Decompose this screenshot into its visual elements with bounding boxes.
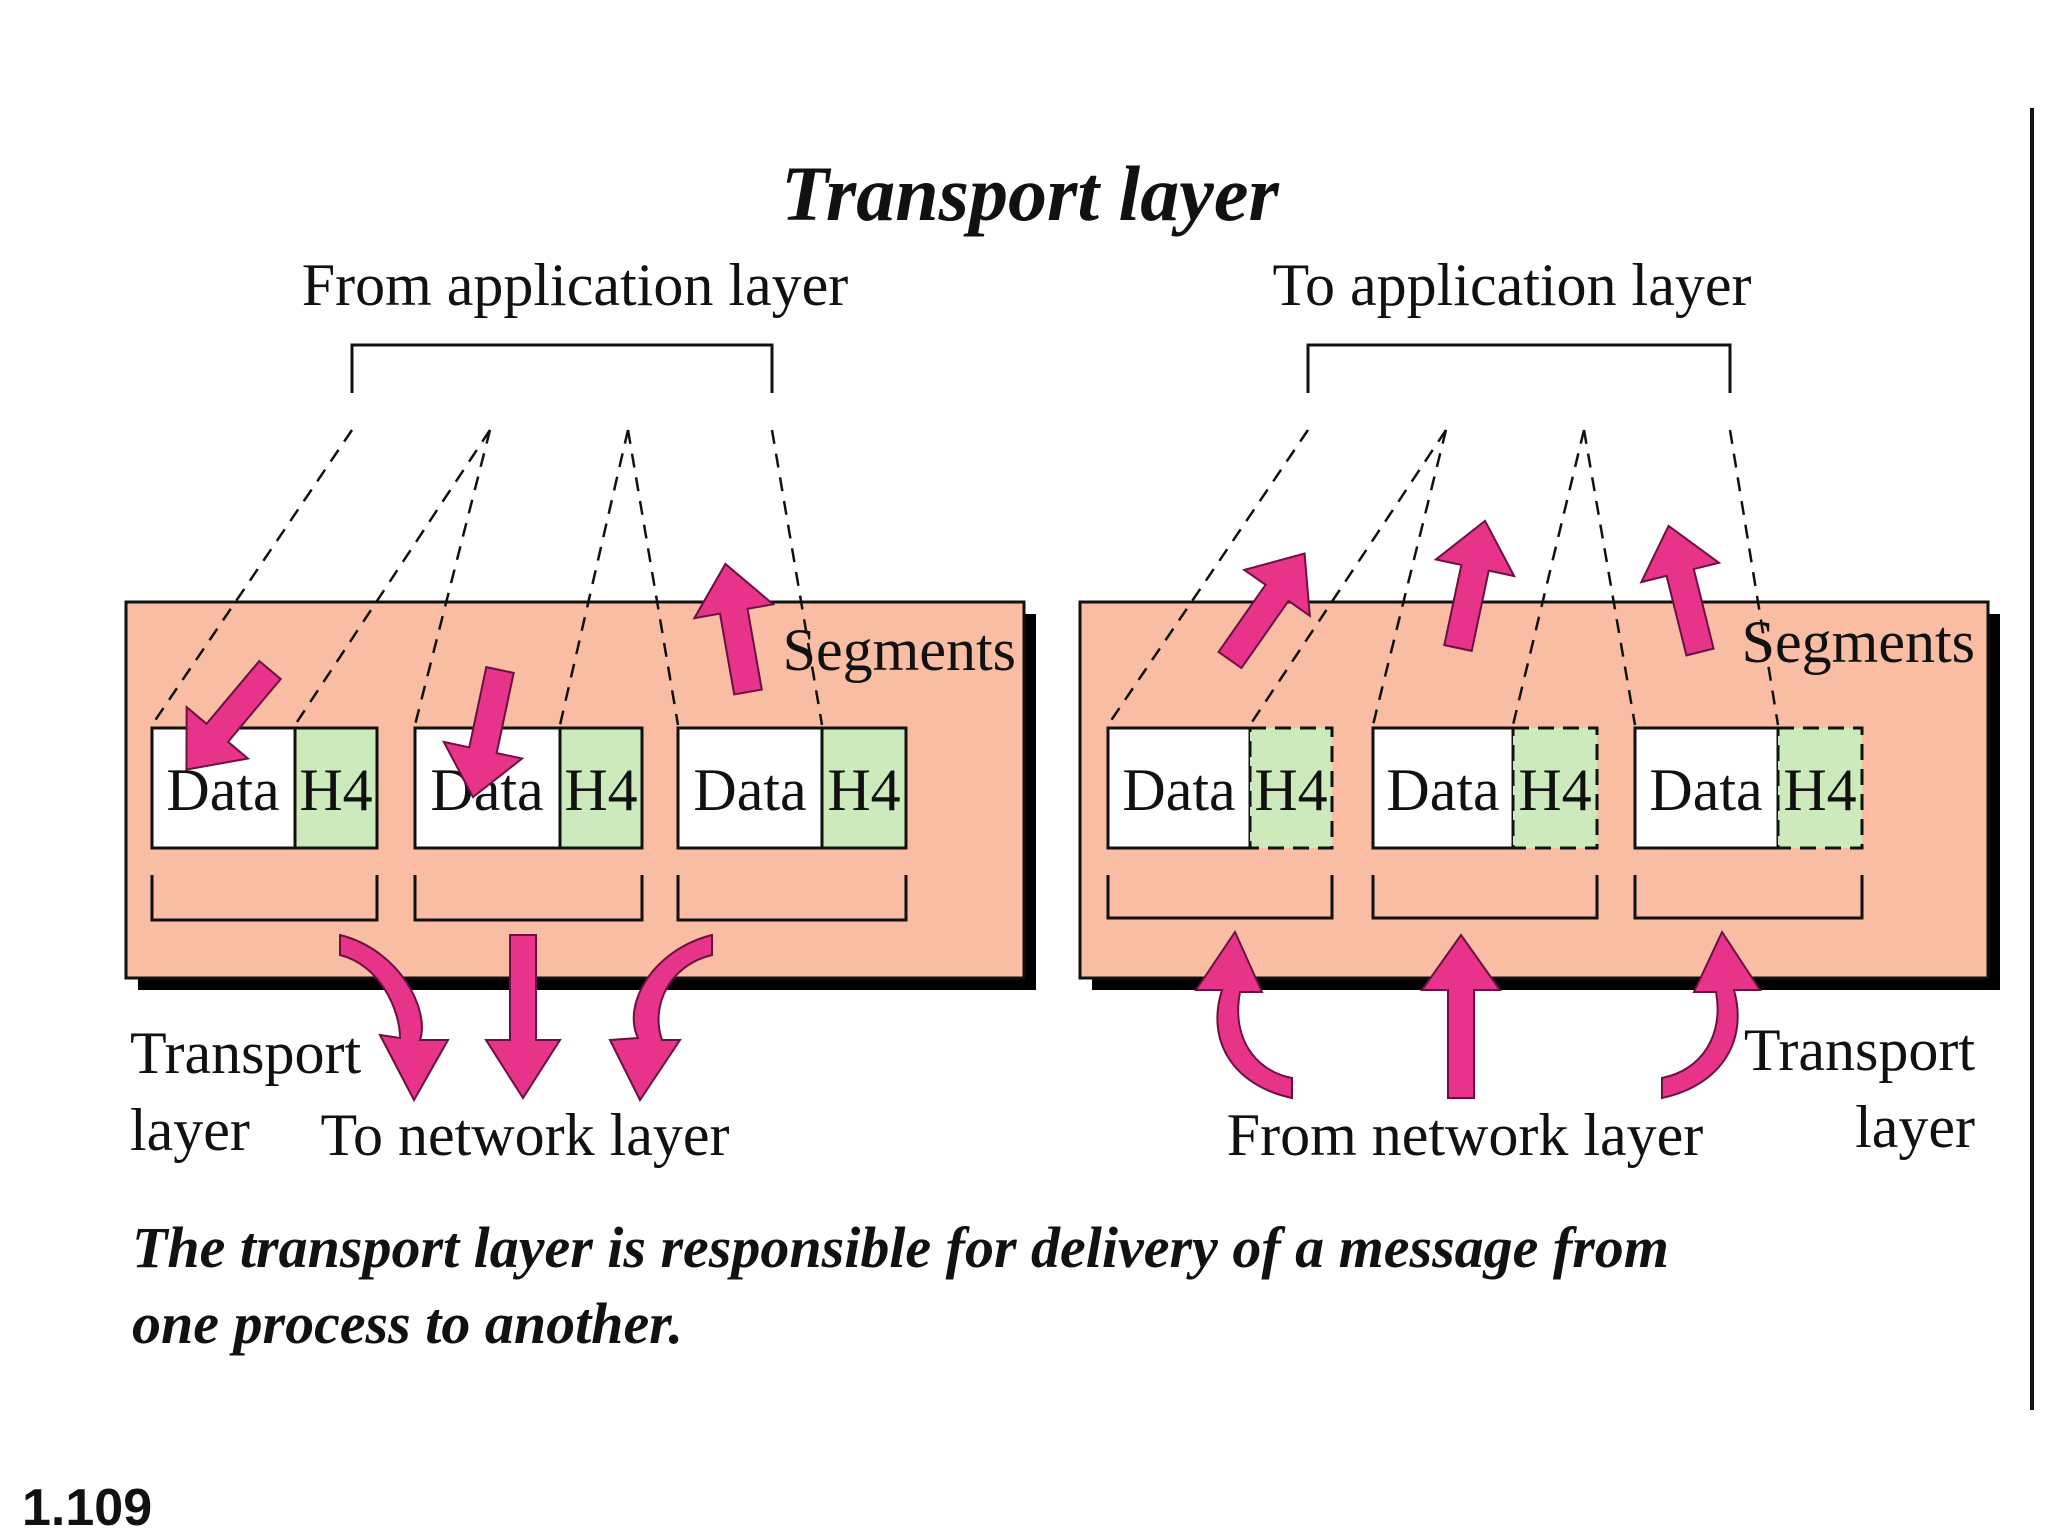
sender-transport-label-line2: layer [130,1097,250,1163]
data-text: Data [693,757,806,823]
sender-transport-label-line1: Transport [130,1020,361,1086]
header-text: H4 [827,757,900,823]
header-text: H4 [1783,757,1856,823]
receiver-segment-2: Data H4 [1371,726,1599,850]
receiver-segment-brackets [1106,875,1864,920]
sender-segment-brackets [150,875,908,922]
data-cell [676,726,824,850]
receiver-segment-1: Data H4 [1106,726,1334,850]
header-cell [1511,726,1599,850]
header-cell [558,726,644,850]
header-cell [1776,726,1864,850]
data-text: Data [1649,757,1762,823]
header-text: H4 [299,757,372,823]
to-network-layer-label: To network layer [321,1102,730,1168]
sender-mapping-lines [150,429,824,726]
sender-segment-3: Data H4 [676,726,908,850]
from-network-arrow-1 [1194,929,1293,1100]
to-application-layer-label: To application layer [1273,252,1752,318]
receiver-segment-3: Data H4 [1633,726,1864,850]
data-text: Data [166,757,279,823]
header-cell [820,726,908,850]
diagram-title: Transport layer [781,150,1279,237]
receiver-transport-label-line1: Transport [1744,1017,1975,1083]
to-network-arrow-3 [608,933,713,1102]
header-text: H4 [564,757,637,823]
from-network-layer-label: From network layer [1227,1102,1704,1168]
data-text: Data [1386,757,1499,823]
from-network-arrow-2 [1420,933,1502,1099]
header-text: H4 [1254,757,1327,823]
receiver-transport-label-line2: layer [1855,1094,1975,1160]
header-cell [293,726,379,850]
receiver-segments-label: Segments [1742,609,1975,675]
caption-line-1: The transport layer is responsible for d… [132,1215,1669,1280]
header-text: H4 [1518,757,1591,823]
header-cell [1248,726,1334,850]
page-number: 1.109 [22,1479,152,1536]
receiver-mapping-lines [1106,429,1780,726]
to-network-arrow-2 [484,934,562,1100]
data-text: Data [1122,757,1235,823]
receiver-application-bracket [1306,343,1732,393]
caption-line-2: one process to another. [132,1291,683,1356]
sender-segments-label: Segments [783,617,1016,683]
to-network-arrow-1 [339,933,450,1103]
application-data-bracket [350,343,774,393]
from-application-layer-label: From application layer [302,252,849,318]
from-network-arrow-3 [1661,929,1762,1100]
sender-segment-1: Data H4 [150,726,379,850]
data-cell [1371,726,1515,850]
